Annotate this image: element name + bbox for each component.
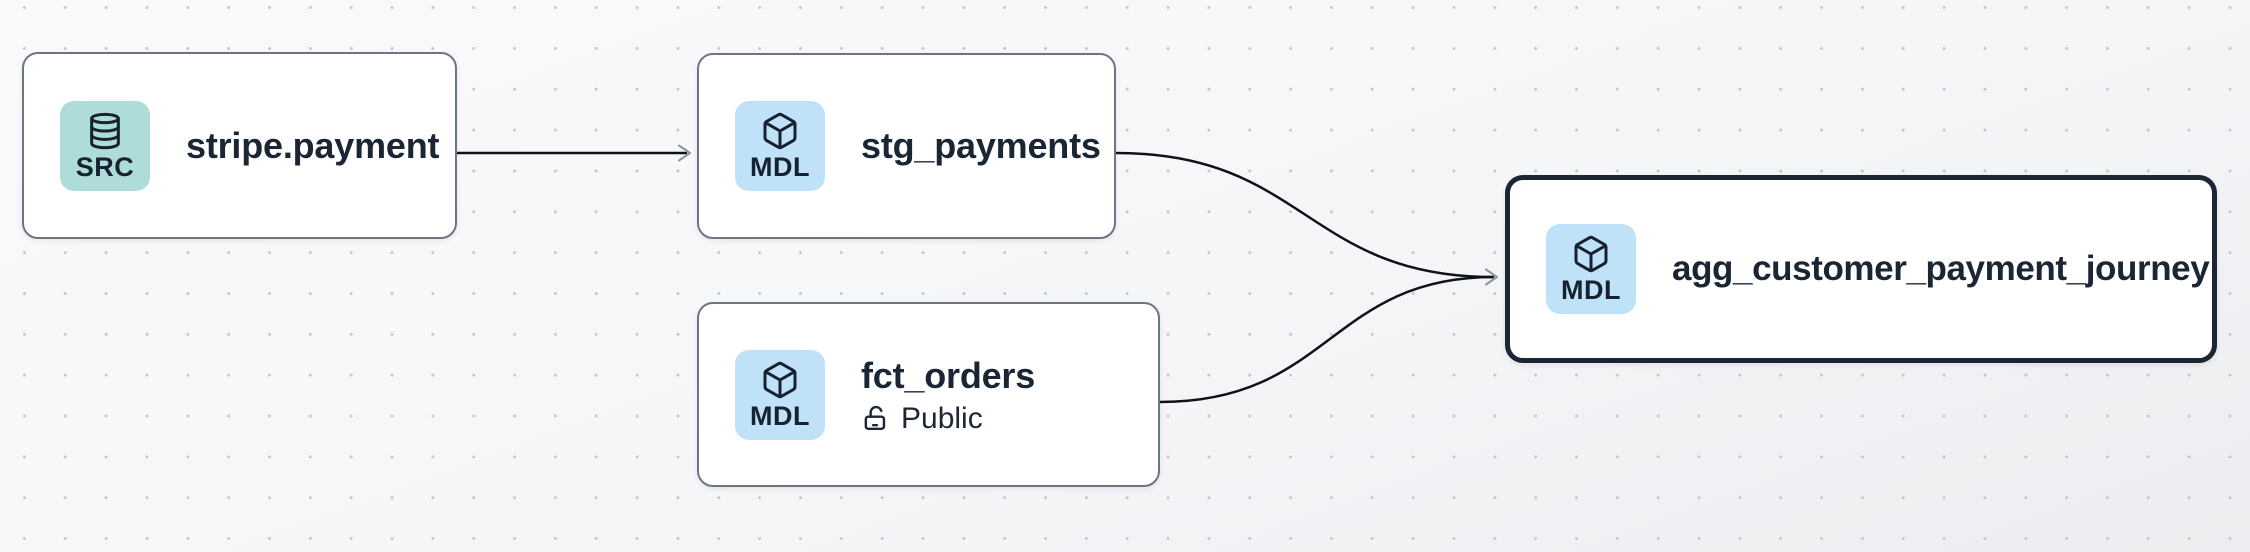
node-type-badge-mdl: MDL [735, 101, 825, 191]
node-title: stg_payments [861, 125, 1101, 167]
node-stripe-payment[interactable]: SRC stripe.payment [22, 52, 457, 239]
badge-label: MDL [750, 152, 810, 182]
node-title: stripe.payment [186, 124, 440, 166]
database-icon [90, 112, 120, 149]
node-agg-customer-payment-journey[interactable]: MDL agg_customer_payment_journey [1505, 175, 2217, 363]
lock-open-icon [864, 406, 886, 431]
edge-stg-payments-to-agg-customer-payment-journey[interactable] [1115, 151, 1495, 279]
cube-icon [763, 361, 797, 398]
node-title: fct_orders [861, 355, 1036, 397]
cube-icon [763, 112, 797, 150]
node-title: agg_customer_payment_journey [1672, 248, 2210, 288]
node-type-badge-src: SRC [60, 100, 150, 191]
edge-fct-orders-to-agg-customer-payment-journey[interactable] [1159, 275, 1495, 404]
node-stg-payments[interactable]: MDL stg_payments [697, 53, 1116, 239]
node-type-badge-mdl: MDL [1546, 224, 1636, 314]
access-label: Public [901, 401, 983, 435]
cube-icon [1574, 235, 1608, 273]
badge-label: MDL [750, 400, 810, 431]
node-type-badge-mdl: MDL [735, 349, 825, 440]
access-badge: Public [861, 401, 1035, 435]
badge-label: MDL [1561, 275, 1621, 305]
node-fct-orders[interactable]: MDL fct_orders Public [697, 302, 1160, 487]
badge-label: SRC [75, 151, 135, 182]
